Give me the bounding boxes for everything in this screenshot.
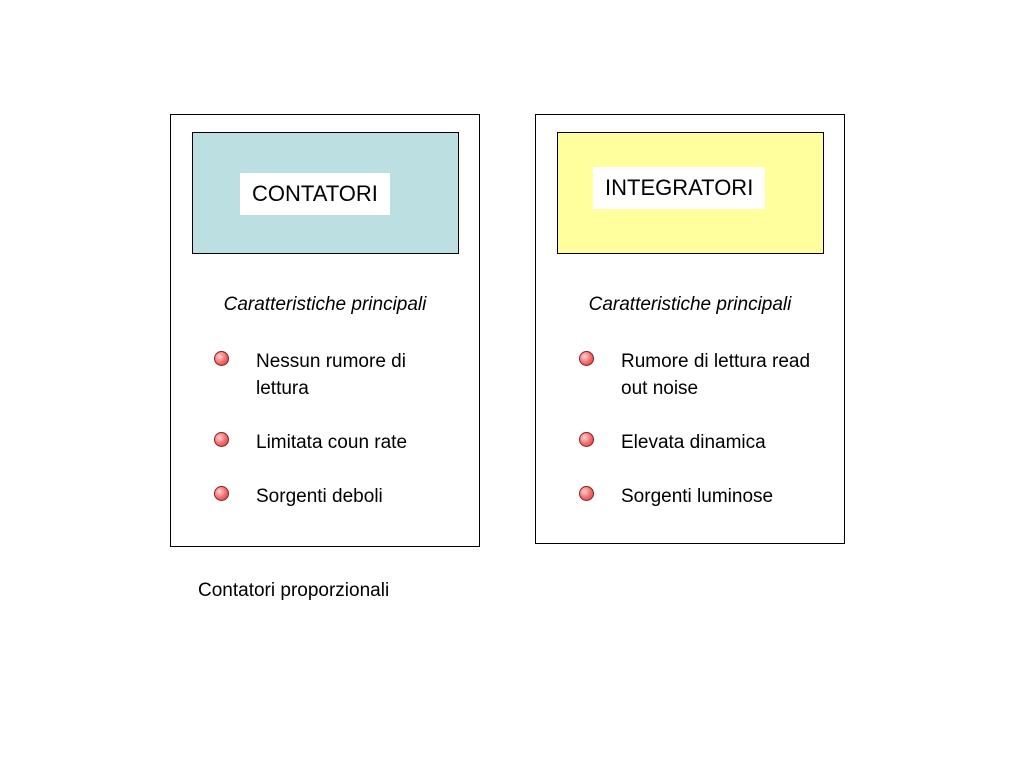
bullet-icon [214,486,229,501]
contatori-item-text: Sorgenti deboli [256,486,383,507]
bullet-icon [214,351,229,366]
caption-contatori-proporzionali: Contatori proporzionali [198,580,390,601]
integratori-title: INTEGRATORI [593,167,766,209]
integratori-item-text: Elevata dinamica [621,432,766,453]
contatori-card: CONTATORI Caratteristiche principali Nes… [170,114,480,547]
contatori-item-text: Limitata coun rate [256,432,408,453]
bullet-icon [214,432,229,447]
integratori-card: INTEGRATORI Caratteristiche principali R… [535,114,845,544]
integratori-item-text: Sorgenti luminose [621,486,774,507]
contatori-header-box: CONTATORI [192,132,459,254]
contatori-subtitle: Caratteristiche principali [223,294,427,315]
integratori-subtitle: Caratteristiche principali [588,294,792,315]
integratori-item-text: Rumore di lettura read out noise [621,351,811,399]
contatori-item-text: Nessun rumore di lettura [256,351,406,399]
bullet-icon [579,351,594,366]
contatori-title: CONTATORI [240,173,390,215]
integratori-header-box: INTEGRATORI [557,132,824,254]
bullet-icon [579,432,594,447]
bullet-icon [579,486,594,501]
